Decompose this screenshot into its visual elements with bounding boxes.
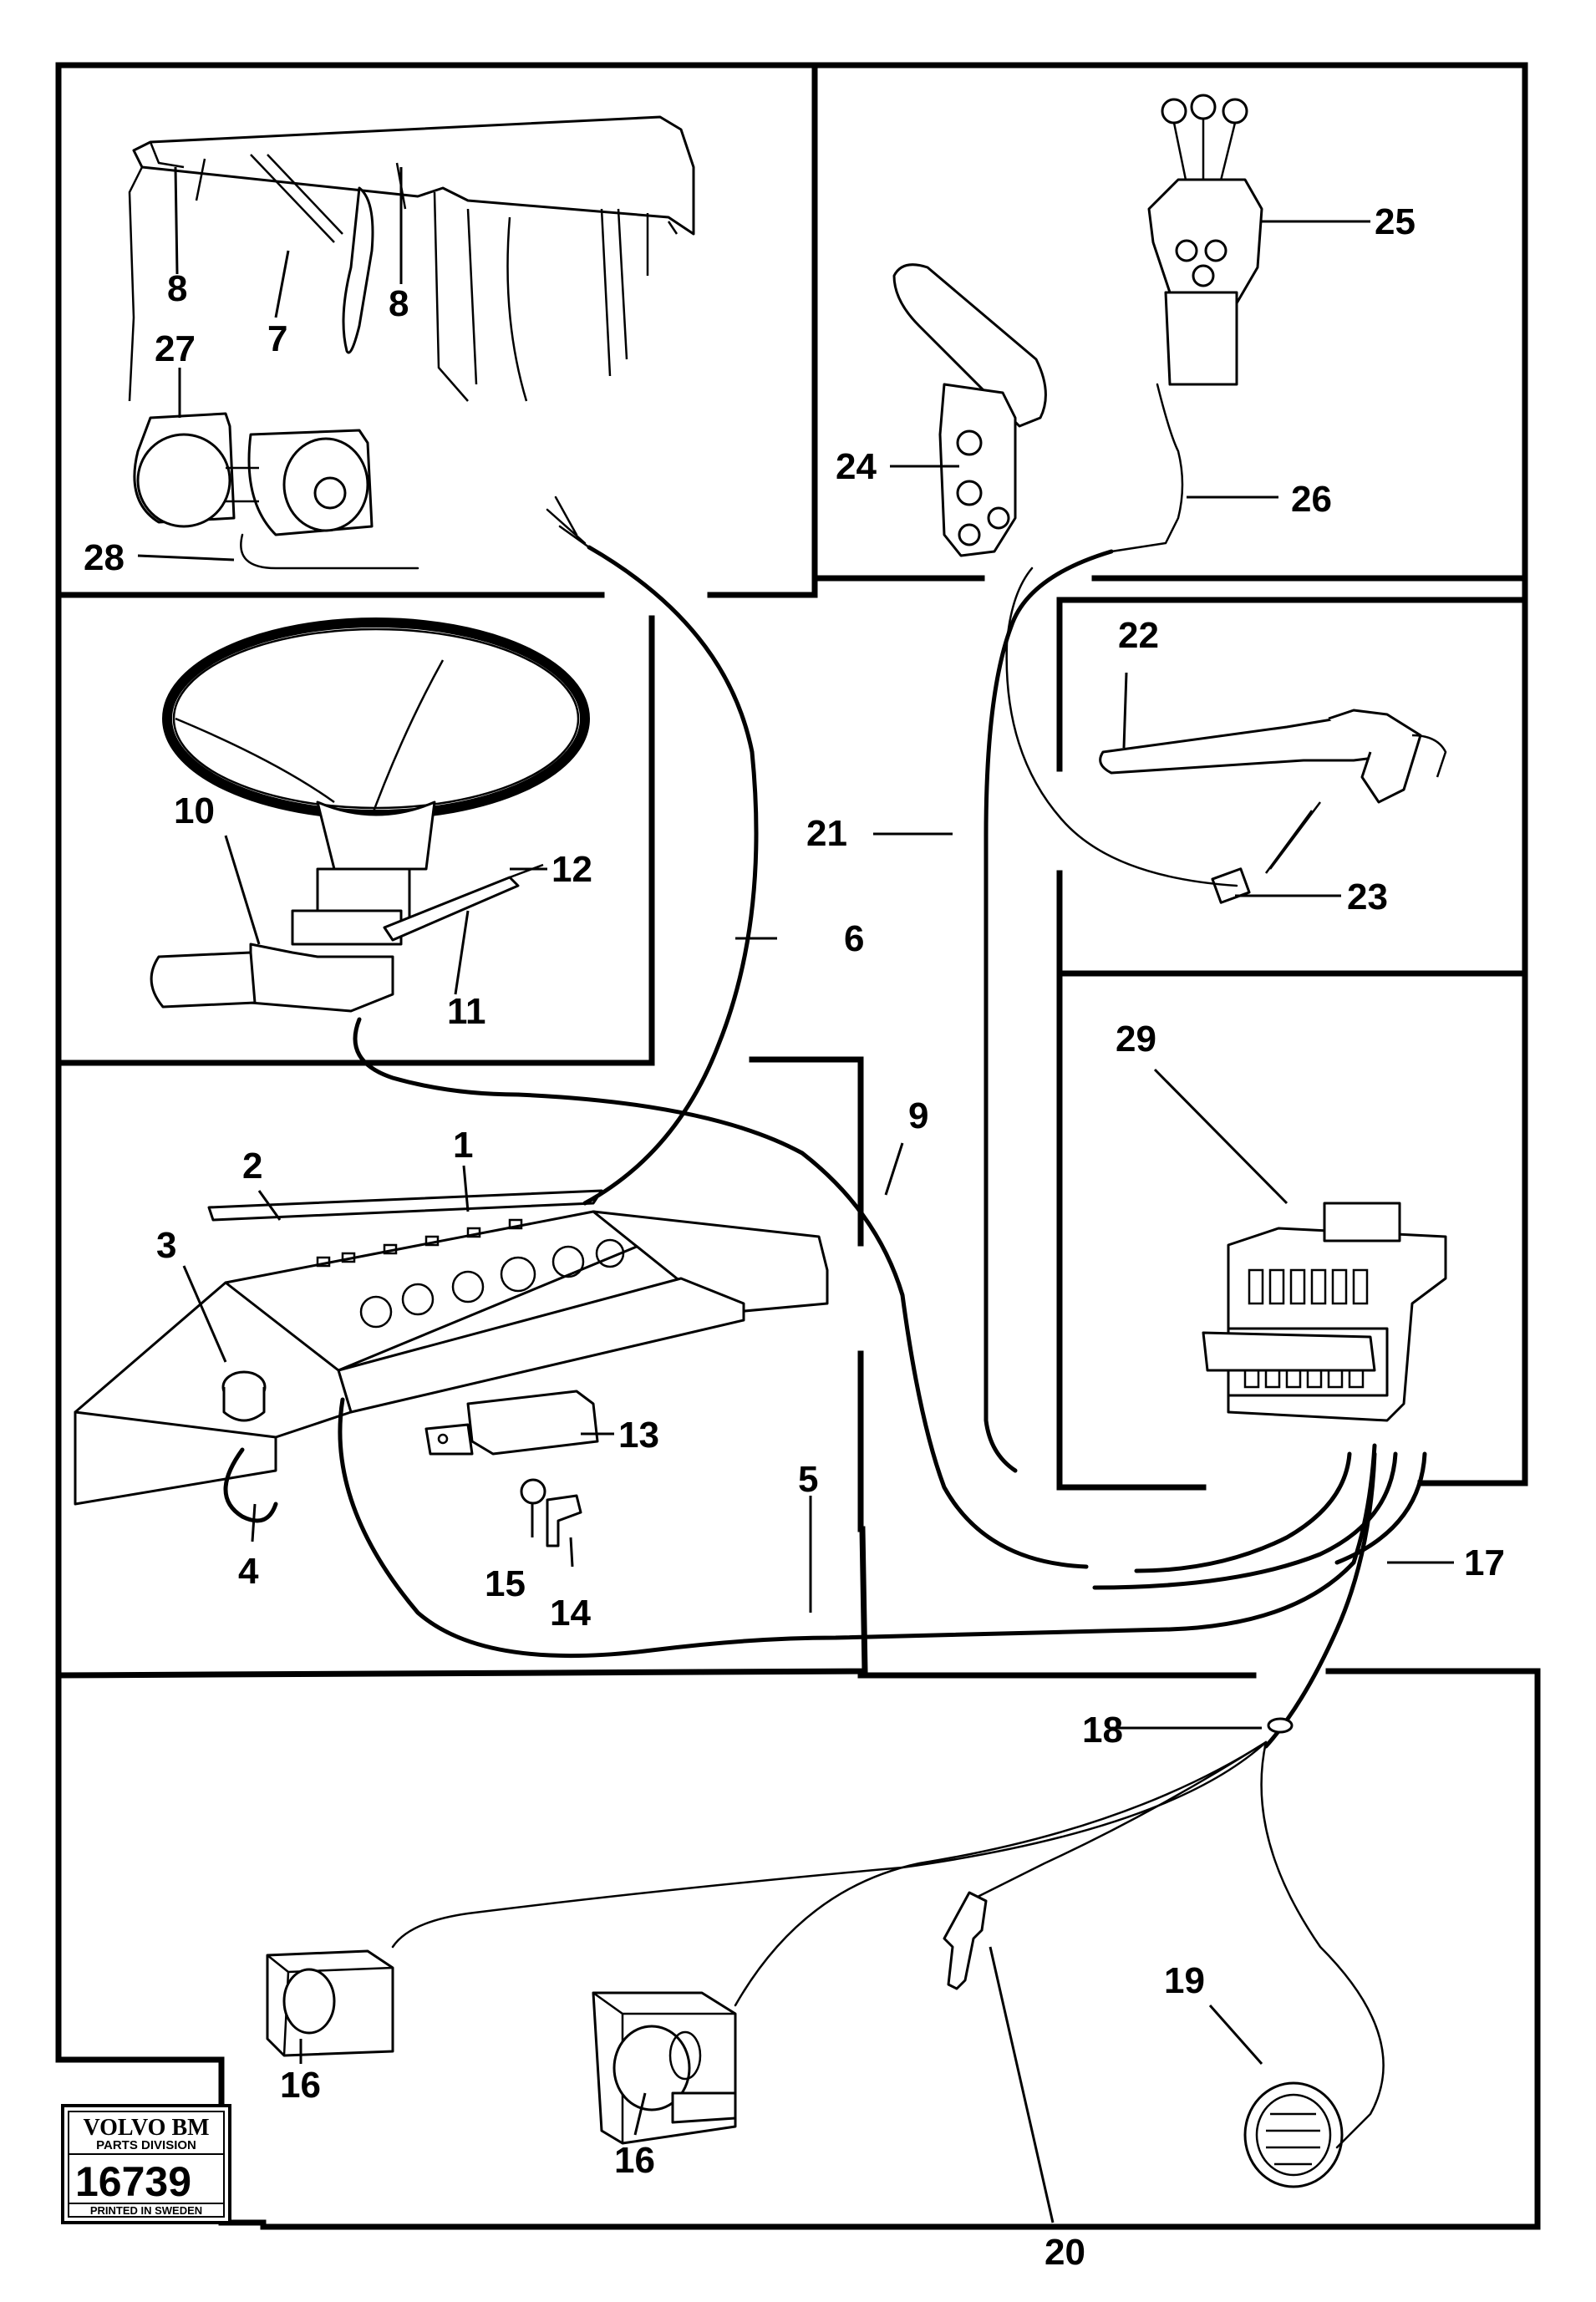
callout-7: 7 [267, 318, 287, 359]
relay-box [1092, 1202, 1447, 1590]
work-lights [133, 412, 419, 570]
callout-21: 21 [806, 813, 847, 854]
callout-18: 18 [1082, 1710, 1123, 1751]
callout-23: 23 [1347, 877, 1388, 917]
callout-26: 26 [1291, 479, 1332, 520]
callout-24: 24 [836, 446, 877, 487]
flasher-unit [424, 1390, 599, 1547]
callout-1: 1 [453, 1125, 473, 1166]
panel-frames [55, 62, 1541, 2230]
main-harnesses [516, 545, 1377, 1749]
callout-11: 11 [447, 991, 486, 1032]
callout-20: 20 [1045, 2232, 1085, 2273]
callout-5: 5 [798, 1459, 818, 1500]
logo-number: 16739 [75, 2158, 191, 2205]
callout-27: 27 [155, 328, 196, 369]
callout-25: 25 [1375, 201, 1416, 242]
pedal-valve [892, 263, 1047, 557]
callout-29: 29 [1116, 1019, 1156, 1060]
joystick-valve [1110, 94, 1263, 553]
callout-labels: 25 24 26 22 23 21 29 17 18 19 20 16 16 6… [84, 201, 1505, 2273]
leader-lines [137, 166, 1454, 2223]
callout-2: 2 [242, 1146, 262, 1187]
horn-and-lights [266, 1717, 1385, 2188]
callout-6: 6 [844, 918, 864, 959]
callout-16a: 16 [280, 2065, 321, 2106]
callout-8b: 8 [389, 283, 409, 324]
logo-division: PARTS DIVISION [96, 2138, 196, 2152]
callout-10: 10 [174, 790, 215, 831]
callout-15: 15 [485, 1563, 526, 1604]
callout-8a: 8 [167, 268, 187, 309]
dashboard [74, 1189, 1377, 1659]
callout-13: 13 [618, 1415, 659, 1456]
hand-brake [1005, 567, 1447, 904]
cab-illustration [128, 115, 695, 549]
steering-wheel [150, 617, 590, 1097]
callout-3: 3 [156, 1225, 176, 1266]
logo-brand: VOLVO BM [83, 2115, 209, 2141]
callout-16b: 16 [614, 2140, 655, 2181]
volvo-bm-logo: VOLVO BM PARTS DIVISION 16739 PRINTED IN… [61, 2104, 231, 2224]
callout-22: 22 [1118, 615, 1159, 656]
callout-12: 12 [551, 849, 592, 890]
callout-14: 14 [550, 1593, 591, 1634]
callout-9: 9 [908, 1095, 928, 1136]
callout-28: 28 [84, 537, 125, 578]
callout-19: 19 [1164, 1960, 1205, 2001]
callout-17: 17 [1464, 1542, 1505, 1583]
logo-printed: PRINTED IN SWEDEN [90, 2204, 202, 2217]
callout-4: 4 [238, 1551, 259, 1592]
